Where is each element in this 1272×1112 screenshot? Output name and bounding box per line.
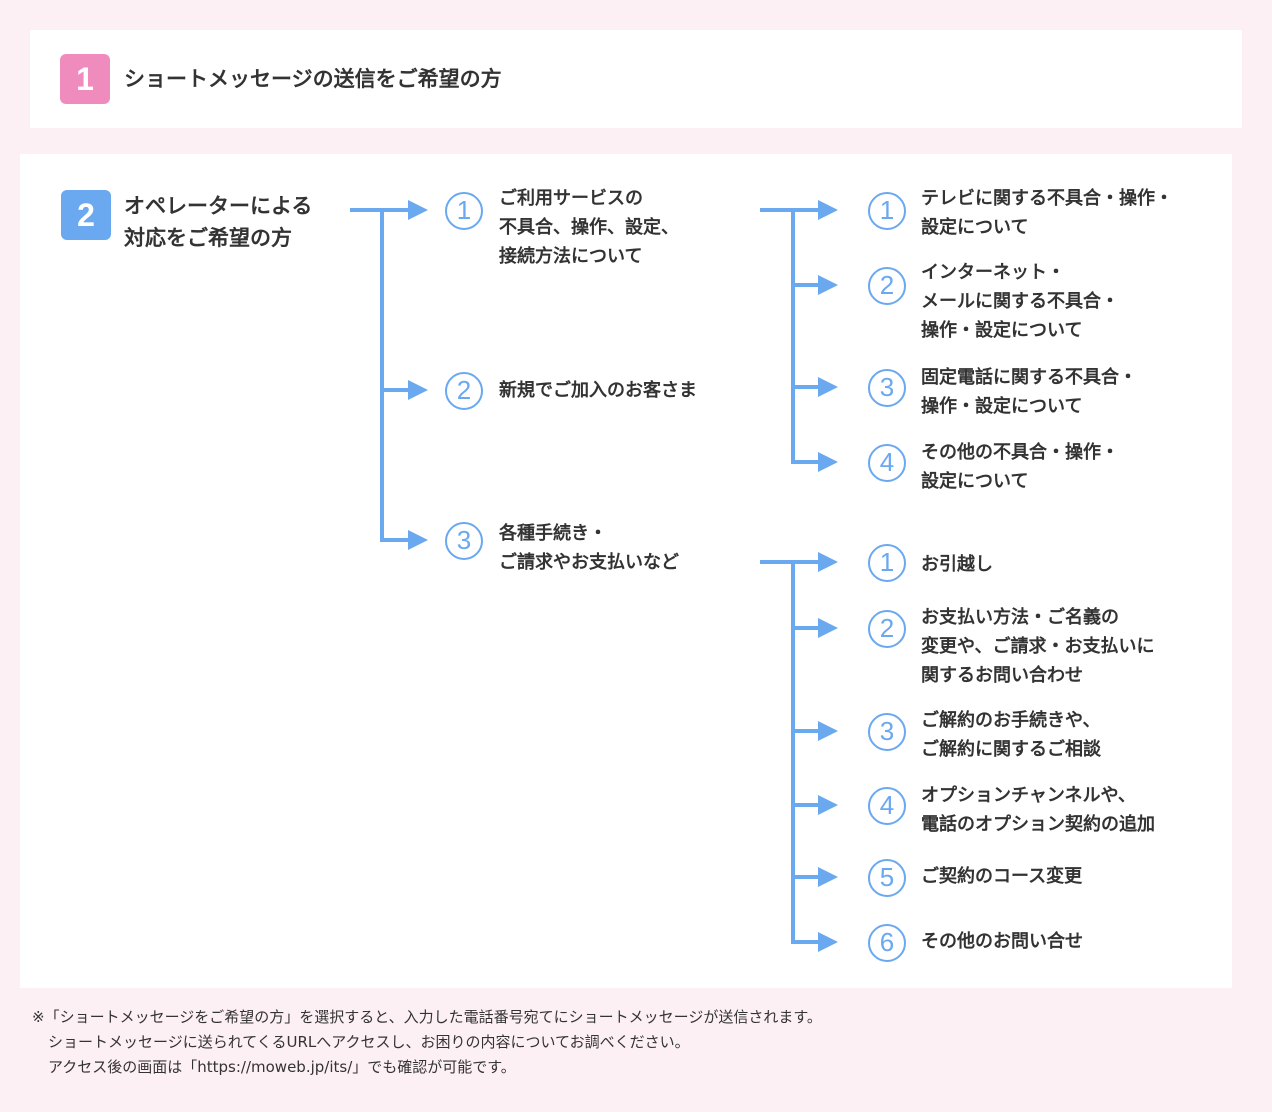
sub-line: その他のお問い合せ xyxy=(921,931,1083,952)
sub-line: 変更や、ご請求・お支払いに xyxy=(921,636,1155,657)
sub-course-change[interactable]: ご契約のコース変更 xyxy=(921,862,1082,891)
sub-cancellation[interactable]: ご解約のお手続きや、 ご解約に関するご相談 xyxy=(921,706,1101,764)
arrowhead-group xyxy=(408,200,838,952)
item-line: 不具合、操作、設定、 xyxy=(499,217,679,238)
sub-tv-trouble[interactable]: テレビに関する不具合・操作・ 設定について xyxy=(921,184,1173,242)
sub-line: テレビに関する不具合・操作・ xyxy=(921,188,1173,209)
sub-option-channel[interactable]: オプションチャンネルや、 電話のオプション契約の追加 xyxy=(921,781,1155,839)
sub1-1-number: 1 xyxy=(868,192,906,230)
sub-line: 設定について xyxy=(921,217,1029,238)
arrowhead-sub3-4 xyxy=(818,795,838,815)
sub-line: 固定電話に関する不具合・ xyxy=(921,367,1137,388)
item-service-trouble[interactable]: ご利用サービスの 不具合、操作、設定、 接続方法について xyxy=(499,184,679,271)
sub3-6-number: 6 xyxy=(868,924,906,962)
item-1-number: 1 xyxy=(445,192,483,230)
sub-line: ご契約のコース変更 xyxy=(921,866,1083,887)
operator-option-panel xyxy=(20,154,1232,988)
arrowhead-item-2 xyxy=(408,380,428,400)
sub1-4-number: 4 xyxy=(868,444,906,482)
sub-line: オプションチャンネルや、 xyxy=(921,785,1136,806)
sub3-2-number: 2 xyxy=(868,610,906,648)
option-1-badge: 1 xyxy=(60,54,110,104)
sub1-2-number: 2 xyxy=(868,267,906,305)
sub3-1-number: 1 xyxy=(868,544,906,582)
sub-line: 電話のオプション契約の追加 xyxy=(921,814,1155,835)
sub-other-trouble[interactable]: その他の不具合・操作・ 設定について xyxy=(921,438,1119,496)
sub1-3-number: 3 xyxy=(868,369,906,407)
item-line: 各種手続き・ xyxy=(499,523,607,544)
option-1-title: ショートメッセージの送信をご希望の方 xyxy=(124,67,502,91)
sub-phone-trouble[interactable]: 固定電話に関する不具合・ 操作・設定について xyxy=(921,363,1137,421)
sub-internet-trouble[interactable]: インターネット・ メールに関する不具合・ 操作・設定について xyxy=(921,258,1119,345)
sub-payment-change[interactable]: お支払い方法・ご名義の 変更や、ご請求・お支払いに 関するお問い合わせ xyxy=(921,603,1154,690)
footnote-line: アクセス後の画面は「https://moweb.jp/its/」でも確認が可能で… xyxy=(48,1058,516,1076)
sub-line: 関するお問い合わせ xyxy=(921,665,1083,686)
footnote-line: ショートメッセージに送られてくるURLへアクセスし、お困りの内容についてお調べく… xyxy=(48,1033,690,1051)
item-3-number: 3 xyxy=(445,522,483,560)
arrowhead-sub1-1 xyxy=(818,200,838,220)
arrowhead-sub3-5 xyxy=(818,867,838,887)
item-2-number: 2 xyxy=(445,372,483,410)
sub-line: 操作・設定について xyxy=(921,396,1083,417)
sub3-4-number: 4 xyxy=(868,787,906,825)
item-line: 新規でご加入のお客さま xyxy=(499,380,697,401)
sms-option-panel[interactable]: 1 ショートメッセージの送信をご希望の方 xyxy=(30,30,1242,128)
item-line: ご利用サービスの xyxy=(499,188,643,209)
item-line: ご請求やお支払いなど xyxy=(499,552,679,573)
item-procedures-billing[interactable]: 各種手続き・ ご請求やお支払いなど xyxy=(499,519,679,577)
connector-group xyxy=(350,208,822,944)
sub-line: メールに関する不具合・ xyxy=(921,291,1119,312)
sub-line: ご解約のお手続きや、 xyxy=(921,710,1101,731)
sub-line: 設定について xyxy=(921,471,1029,492)
sub-line: 操作・設定について xyxy=(921,320,1083,341)
arrowhead-item-3 xyxy=(408,530,428,550)
arrowhead-sub1-4 xyxy=(818,452,838,472)
sub-line: ご解約に関するご相談 xyxy=(921,739,1101,760)
sub-other-inquiry[interactable]: その他のお問い合せ xyxy=(921,927,1083,956)
footnote-line: ※「ショートメッセージをご希望の方」を選択すると、入力した電話番号宛てにショート… xyxy=(32,1008,822,1026)
item-new-customer[interactable]: 新規でご加入のお客さま xyxy=(499,376,697,405)
arrowhead-item-1 xyxy=(408,200,428,220)
sub-line: その他の不具合・操作・ xyxy=(921,442,1119,463)
sub-line: インターネット・ xyxy=(921,262,1065,283)
arrowhead-sub3-2 xyxy=(818,618,838,638)
option-2-badge: 2 xyxy=(61,190,111,240)
sub3-5-number: 5 xyxy=(868,859,906,897)
arrowhead-sub3-3 xyxy=(818,721,838,741)
option-2-title-line: 対応をご希望の方 xyxy=(124,226,292,250)
arrowhead-sub1-2 xyxy=(818,275,838,295)
arrowhead-sub1-3 xyxy=(818,377,838,397)
option-2-title-line: オペレーターによる xyxy=(124,194,313,218)
item-line: 接続方法について xyxy=(499,246,643,267)
sub-moving[interactable]: お引越し xyxy=(921,550,993,579)
arrowhead-sub3-6 xyxy=(818,932,838,952)
sub-line: お引越し xyxy=(921,554,993,575)
sub-line: お支払い方法・ご名義の xyxy=(921,607,1119,628)
sub3-3-number: 3 xyxy=(868,713,906,751)
option-2-title[interactable]: オペレーターによる 対応をご希望の方 xyxy=(124,190,312,254)
footnote: ※「ショートメッセージをご希望の方」を選択すると、入力した電話番号宛てにショート… xyxy=(32,1005,822,1080)
arrowhead-sub3-1 xyxy=(818,552,838,572)
